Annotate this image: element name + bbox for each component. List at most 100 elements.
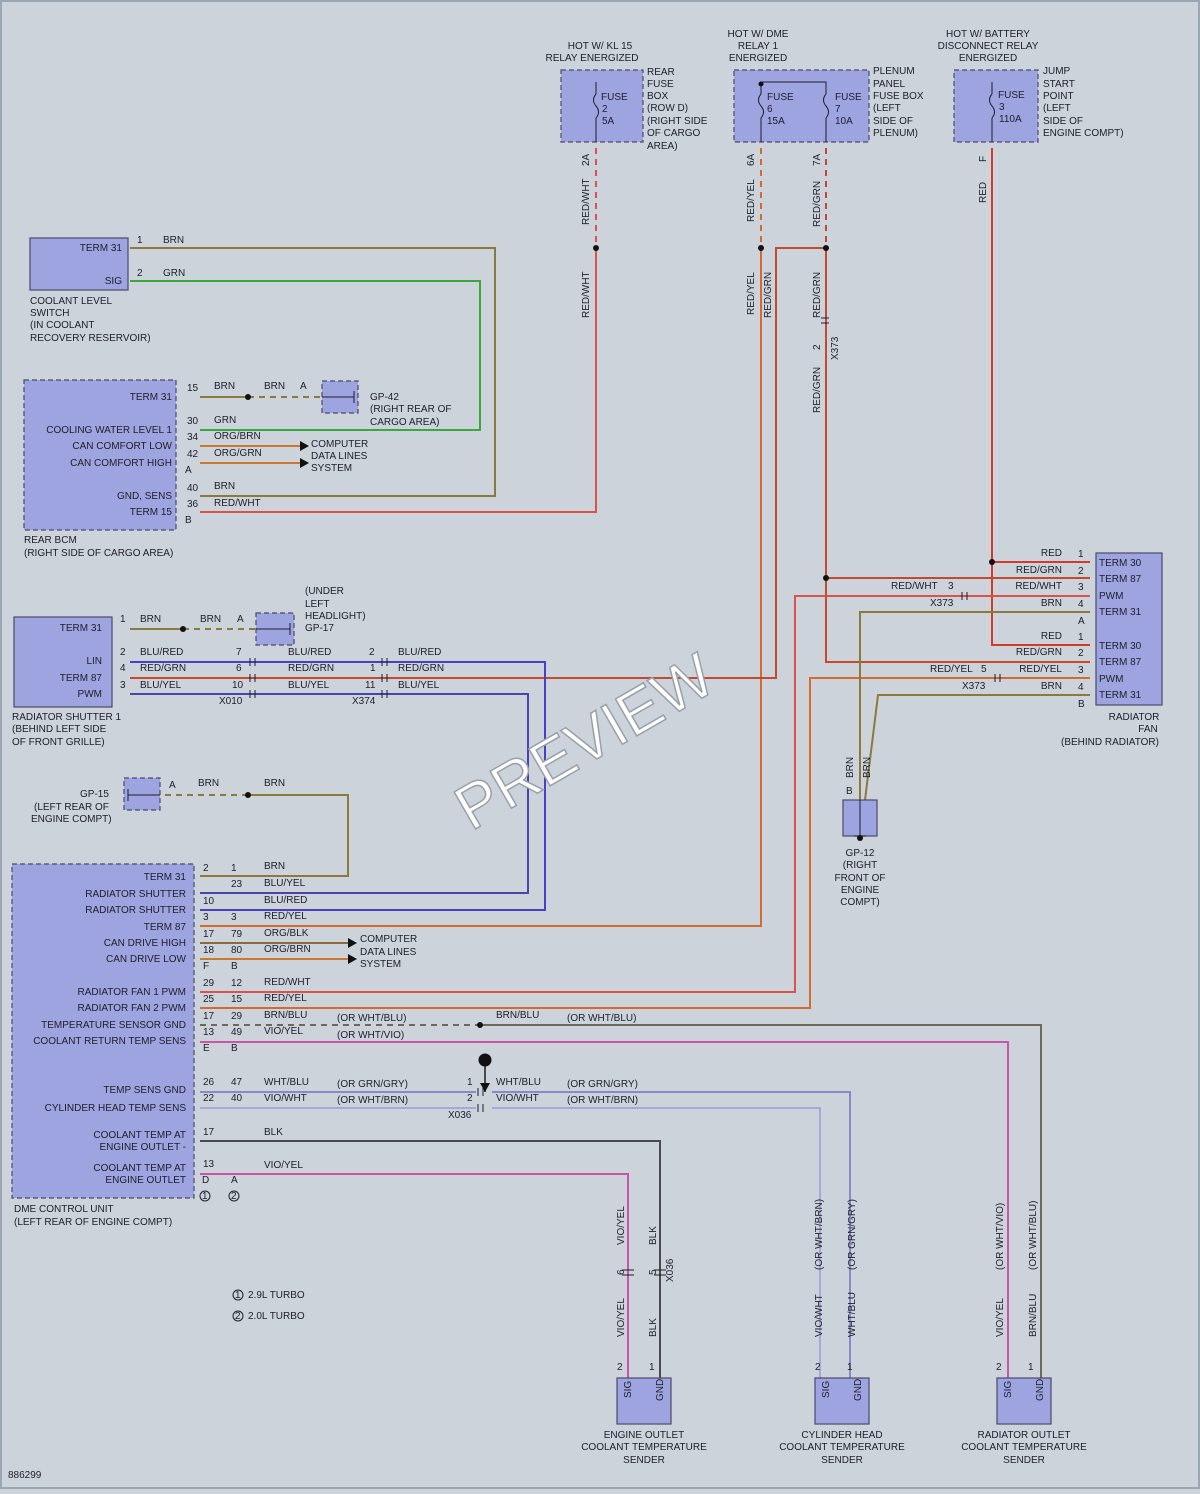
svg-text:RED: RED (1041, 548, 1062, 559)
svg-text:OF CARGO: OF CARGO (647, 128, 701, 139)
svg-text:X010: X010 (219, 696, 243, 707)
svg-text:6: 6 (236, 663, 242, 674)
svg-text:COMPUTER: COMPUTER (360, 934, 417, 945)
svg-text:(OR WHT/BRN): (OR WHT/BRN) (337, 1095, 408, 1106)
svg-text:(OR WHT/VIO): (OR WHT/VIO) (337, 1030, 404, 1041)
svg-text:4: 4 (1078, 599, 1084, 610)
svg-text:RED/GRN: RED/GRN (763, 272, 774, 318)
svg-text:RADIATOR SHUTTER: RADIATOR SHUTTER (85, 905, 186, 916)
svg-text:RADIATOR SHUTTER: RADIATOR SHUTTER (85, 889, 186, 900)
svg-text:4: 4 (1078, 682, 1084, 693)
svg-text:SIG: SIG (623, 1381, 634, 1398)
svg-text:25: 25 (203, 994, 215, 1005)
svg-text:23: 23 (231, 879, 243, 890)
svg-text:WHT/BLU: WHT/BLU (264, 1077, 309, 1088)
svg-text:TERM 31: TERM 31 (1099, 690, 1142, 701)
svg-text:34: 34 (187, 432, 199, 443)
svg-text:RELAY ENERGIZED: RELAY ENERGIZED (546, 53, 639, 64)
kl15-fuse-box: HOT W/ KL 15 RELAY ENERGIZED FUSE 2 5A R… (546, 41, 708, 318)
svg-text:OF FRONT GRILLE): OF FRONT GRILLE) (12, 737, 105, 748)
svg-text:(ROW D): (ROW D) (647, 103, 688, 114)
svg-text:BLU/RED: BLU/RED (264, 895, 307, 906)
svg-text:2: 2 (369, 647, 375, 658)
svg-text:BRN/BLU: BRN/BLU (1028, 1294, 1039, 1337)
svg-text:CAN COMFORT HIGH: CAN COMFORT HIGH (70, 458, 172, 469)
svg-text:SWITCH: SWITCH (30, 308, 69, 319)
svg-text:LIN: LIN (86, 656, 102, 667)
coolant-level-switch: TERM 31 SIG 1 2 BRN GRN COOLANT LEVEL SW… (29, 235, 185, 344)
svg-text:29: 29 (203, 978, 215, 989)
svg-text:SENDER: SENDER (623, 1455, 665, 1466)
svg-text:TEMPERATURE SENSOR GND: TEMPERATURE SENSOR GND (41, 1020, 186, 1031)
svg-text:7A: 7A (812, 153, 823, 166)
svg-text:FUSE: FUSE (998, 90, 1025, 101)
svg-text:BLK: BLK (648, 1318, 659, 1337)
svg-text:RED/WHT: RED/WHT (891, 581, 938, 592)
svg-text:2.0L TURBO: 2.0L TURBO (248, 1311, 305, 1322)
svg-text:10: 10 (232, 680, 244, 691)
svg-text:(IN COOLANT: (IN COOLANT (30, 320, 94, 331)
svg-text:(OR WHT/BLU): (OR WHT/BLU) (1028, 1201, 1039, 1270)
svg-text:TERM 87: TERM 87 (1099, 657, 1142, 668)
svg-text:AREA): AREA) (647, 141, 678, 152)
svg-text:ORG/BRN: ORG/BRN (214, 431, 261, 442)
svg-text:17: 17 (203, 1127, 215, 1138)
svg-text:RED/WHT: RED/WHT (264, 977, 311, 988)
svg-text:1: 1 (120, 614, 126, 625)
svg-text:2: 2 (617, 1362, 623, 1373)
svg-text:HOT W/ DME: HOT W/ DME (728, 29, 789, 40)
svg-text:(LEFT REAR OF: (LEFT REAR OF (34, 802, 109, 813)
svg-text:RED/GRN: RED/GRN (398, 663, 444, 674)
svg-text:RED: RED (978, 182, 989, 203)
svg-text:SIG: SIG (1003, 1381, 1014, 1398)
svg-text:PWM: PWM (1099, 591, 1123, 602)
svg-text:1: 1 (1078, 549, 1084, 560)
svg-text:2: 2 (1078, 648, 1084, 659)
svg-text:40: 40 (231, 1093, 243, 1104)
svg-text:ORG/BRN: ORG/BRN (264, 944, 311, 955)
svg-text:ENGINE OUTLET: ENGINE OUTLET (105, 1175, 186, 1186)
svg-text:BOX: BOX (647, 91, 668, 102)
svg-text:3: 3 (999, 102, 1005, 113)
svg-text:SYSTEM: SYSTEM (311, 463, 352, 474)
svg-text:(RIGHT REAR OF: (RIGHT REAR OF (370, 404, 451, 415)
svg-text:40: 40 (187, 483, 199, 494)
svg-text:TERM 31: TERM 31 (1099, 607, 1142, 618)
svg-text:2: 2 (815, 1362, 821, 1373)
svg-text:BLU/YEL: BLU/YEL (288, 680, 330, 691)
svg-text:BRN: BRN (163, 235, 184, 246)
svg-text:X036: X036 (448, 1110, 472, 1121)
svg-text:CAN DRIVE LOW: CAN DRIVE LOW (106, 954, 187, 965)
svg-text:BRN: BRN (264, 778, 285, 789)
svg-text:COOLANT TEMPERATURE: COOLANT TEMPERATURE (779, 1442, 905, 1453)
svg-text:VIO/WHT: VIO/WHT (264, 1093, 307, 1104)
svg-text:A: A (231, 1175, 238, 1186)
svg-text:RED/WHT: RED/WHT (214, 498, 261, 509)
svg-text:1: 1 (231, 863, 237, 874)
svg-text:ENERGIZED: ENERGIZED (959, 53, 1017, 64)
svg-text:RED/WHT: RED/WHT (1015, 581, 1062, 592)
svg-text:5A: 5A (602, 116, 615, 127)
svg-text:TERM 30: TERM 30 (1099, 641, 1142, 652)
svg-text:3: 3 (231, 912, 237, 923)
svg-text:SIDE OF: SIDE OF (1043, 116, 1083, 127)
svg-text:ORG/BLK: ORG/BLK (264, 928, 309, 939)
svg-text:FUSE: FUSE (767, 92, 794, 103)
svg-text:5: 5 (981, 664, 987, 675)
svg-text:ORG/GRN: ORG/GRN (214, 448, 262, 459)
svg-text:2: 2 (120, 647, 126, 658)
splice-dots (180, 245, 829, 1067)
svg-text:BRN: BRN (1041, 598, 1062, 609)
svg-text:ENGINE OUTLET -: ENGINE OUTLET - (100, 1142, 187, 1153)
svg-text:B: B (1078, 699, 1085, 710)
svg-text:ENGINE OUTLET: ENGINE OUTLET (604, 1430, 685, 1441)
svg-text:(OR WHT/BLU): (OR WHT/BLU) (567, 1013, 636, 1024)
svg-text:PWM: PWM (1099, 674, 1123, 685)
gp-12: B BRN BRN GP-12 (RIGHT FRONT OF ENGINE C… (835, 757, 886, 908)
svg-text:TERM 31: TERM 31 (130, 392, 173, 403)
svg-text:BRN: BRN (214, 481, 235, 492)
svg-text:TERM 31: TERM 31 (60, 623, 103, 634)
svg-text:COMPUTER: COMPUTER (311, 439, 368, 450)
radiator-outlet-sensor: (OR WHT/VIO) (OR WHT/BLU) VIO/YEL BRN/BL… (961, 1201, 1087, 1466)
svg-text:COOLANT TEMP AT: COOLANT TEMP AT (93, 1163, 186, 1174)
